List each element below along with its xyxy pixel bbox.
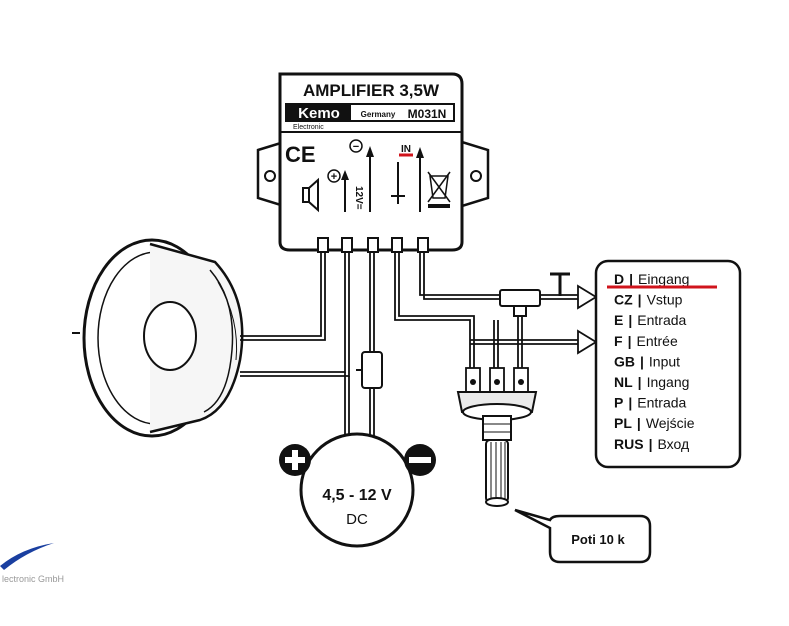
legend-entry-word: Vstup (647, 292, 683, 308)
legend-entry: RUS |Вход (614, 436, 689, 452)
legend-entry-code: E (614, 312, 623, 328)
pot-callout: Poti 10 k (514, 508, 652, 564)
legend-entry-separator: | (637, 415, 641, 431)
legend-entry-code: D (614, 271, 624, 287)
brand-logo-bg (287, 105, 351, 120)
legend-entry-word: Entrée (636, 333, 677, 349)
legend-entry: E | Entrada (614, 312, 687, 328)
supply-minus-icon (349, 139, 363, 153)
legend-entry-separator: | (640, 353, 644, 369)
legend-entry-word: Вход (657, 436, 689, 452)
legend-entry-word: Wejście (646, 415, 695, 431)
legend-entry: F |Entrée (614, 333, 678, 349)
amplifier-module: AMPLIFIER 3,5W Kemo Germany M031N Electr… (256, 72, 490, 253)
wiring (240, 252, 578, 450)
terminal-pins (317, 237, 429, 253)
legend-box (594, 259, 742, 469)
legend-entry-word: Input (649, 353, 680, 369)
arrow-to-legend-bottom (577, 329, 598, 355)
legend-entry-word: Entrada (637, 312, 686, 328)
legend-entry-separator: | (628, 312, 632, 328)
supply-minus-label: − (353, 141, 359, 153)
brand-origin: Germany (361, 110, 396, 119)
supply-type: DC (346, 511, 368, 528)
module-title: AMPLIFIER 3,5W (303, 81, 440, 100)
mounting-hole-left (264, 170, 276, 182)
power-supply: 4,5 - 12 V DC (279, 432, 436, 548)
speaker-symbol-icon (302, 177, 319, 213)
legend-entry-separator: | (628, 333, 632, 349)
footer-text: lectronic GmbH (2, 574, 64, 584)
legend-entry-code: PL (614, 415, 632, 431)
legend-entry-separator: | (638, 374, 642, 390)
legend-entry-separator: | (638, 292, 642, 308)
legend-entry: GB | Input (614, 353, 680, 369)
legend-entry-separator: | (628, 395, 632, 411)
model-number: M031N (408, 107, 447, 121)
potentiometer (456, 367, 538, 507)
mounting-hole-right (470, 170, 482, 182)
speaker-plus-label: + (331, 171, 337, 183)
legend-entry: CZ | Vstup (614, 292, 683, 308)
legend-entry-code: GB (614, 353, 635, 369)
legend-entry: D | Eingang (614, 271, 689, 287)
legend-entry-code: F (614, 333, 623, 349)
loudspeaker (72, 238, 244, 438)
speaker-plus-icon (327, 169, 341, 183)
legend-entry-separator: | (629, 271, 633, 287)
brand-logo: Kemo (298, 105, 340, 122)
input-pin-label: IN (401, 144, 411, 155)
arrow-to-legend-top (577, 284, 598, 310)
supply-voltage: 4,5 - 12 V (322, 487, 392, 504)
legend-entry-word: Ingang (647, 374, 690, 390)
legend-entry-code: RUS (614, 436, 644, 452)
ground-symbol-icon (391, 162, 405, 204)
legend-entry: P | Entrada (614, 395, 687, 411)
legend-entry: PL | Wejście (614, 415, 695, 431)
legend-entry-separator: | (649, 436, 653, 452)
legend-entry: NL | Ingang (614, 374, 689, 390)
logo-swoosh-icon (0, 543, 54, 570)
input-legend: D|EingangCZ|VstupE|EntradaF|EntréeGB|Inp… (594, 259, 742, 469)
legend-entry-code: NL (614, 374, 633, 390)
t-connector (499, 272, 570, 317)
legend-entry-code: P (614, 395, 623, 411)
legend-entry-word: Entrada (637, 395, 686, 411)
legend-entry-code: CZ (614, 292, 633, 308)
pot-label: Poti 10 k (571, 532, 625, 547)
legend-entry-word: Eingang (638, 271, 689, 287)
brand-subtitle: Electronic (293, 124, 324, 131)
supply-inline-connector (361, 351, 383, 389)
company-logo-fragment: lectronic GmbH (0, 543, 64, 584)
weee-bin-icon (427, 171, 451, 208)
ce-mark: CE (285, 142, 316, 167)
voltage-pin-label: 12V= (353, 186, 364, 210)
power-supply-circle (299, 432, 415, 548)
legend-rows: D|EingangCZ|VstupE|EntradaF|EntréeGB|Inp… (614, 271, 695, 452)
